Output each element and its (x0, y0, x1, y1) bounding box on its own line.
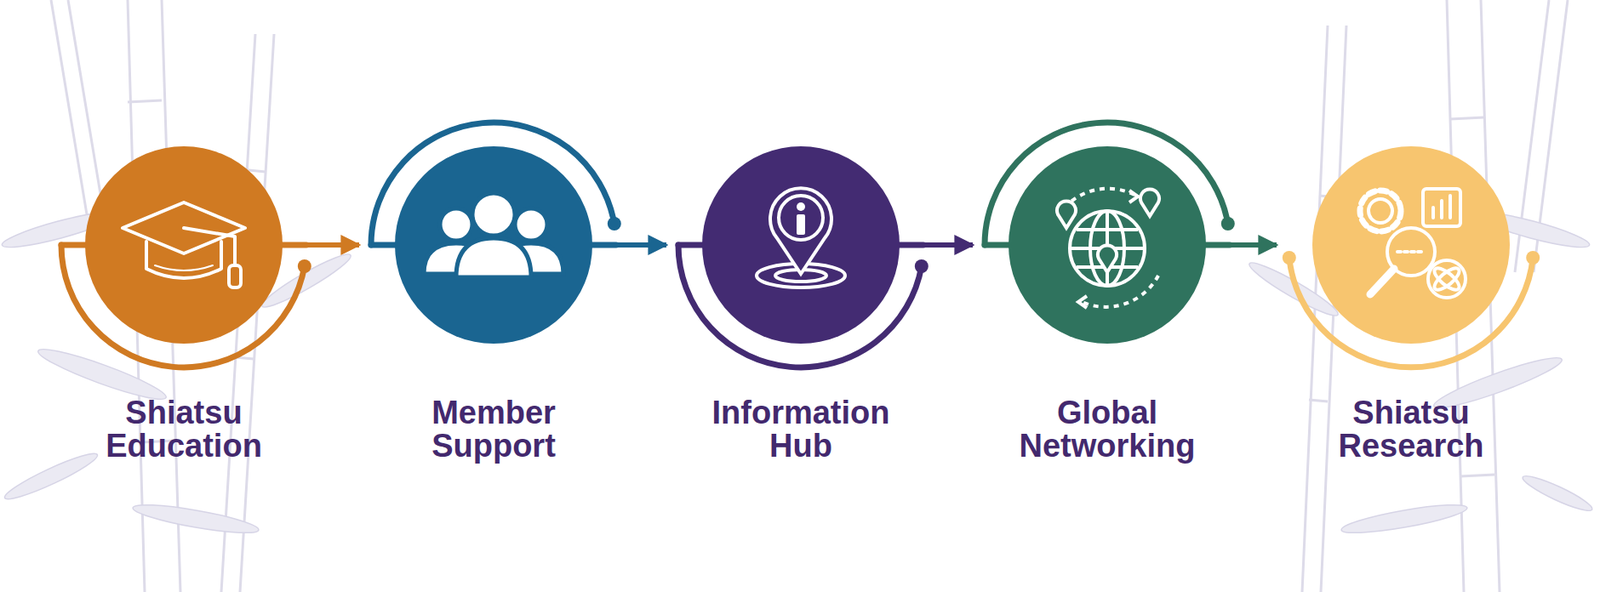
process-circle: Global Networking (984, 122, 1230, 368)
node-label: Member Support (431, 396, 556, 463)
process-circle: Shiatsu Research (1288, 122, 1534, 368)
process-circle: Member Support (371, 122, 617, 368)
arrow-connector (1229, 242, 1277, 248)
node-label: Shiatsu Research (1337, 396, 1484, 463)
process-circle: Information Hub (678, 122, 924, 368)
node-label: Global Networking (1019, 396, 1196, 463)
circle-shape (371, 122, 617, 368)
process-circle: Shiatsu Education (61, 122, 307, 368)
ring-arcs (61, 122, 1540, 368)
circle-shape (61, 122, 307, 368)
node-label: Information Hub (712, 396, 891, 463)
arrow-connector (923, 242, 973, 248)
arrow-connector (616, 242, 667, 248)
circle-shape (678, 122, 924, 368)
bamboo-sketch (51, 0, 1568, 592)
circle-shape (984, 122, 1230, 368)
arrow-connector (306, 242, 360, 248)
node-label: Shiatsu Education (105, 396, 263, 463)
circle-shape (1288, 122, 1534, 368)
